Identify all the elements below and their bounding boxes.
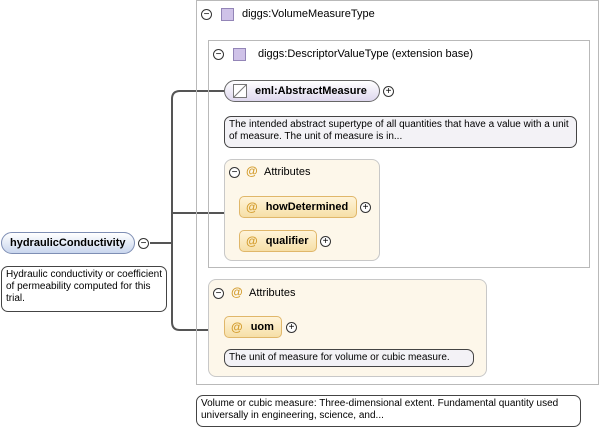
attribute-icon: @ <box>246 234 258 248</box>
abstract-measure-documentation: The intended abstract supertype of all q… <box>224 116 577 148</box>
attribute-icon: @ <box>231 320 243 334</box>
collapse-attributes-inner-button[interactable]: − <box>229 167 240 178</box>
collapse-root-button[interactable]: − <box>138 238 149 249</box>
attribute-uom[interactable]: @ uom <box>224 316 282 338</box>
attribute-how-determined[interactable]: @ howDetermined <box>239 196 357 218</box>
expand-how-determined-button[interactable]: + <box>360 202 371 213</box>
uom-documentation: The unit of measure for volume or cubic … <box>224 349 474 367</box>
expand-qualifier-button[interactable]: + <box>320 236 331 247</box>
abstract-measure-label: eml:AbstractMeasure <box>255 85 367 97</box>
expand-uom-button[interactable]: + <box>286 322 297 333</box>
descriptor-value-type-box <box>208 40 590 268</box>
attribute-label: howDetermined <box>265 201 349 213</box>
root-label: hydraulicConductivity <box>10 237 126 249</box>
volume-measure-type-box <box>196 0 599 385</box>
collapse-attributes-outer-button[interactable]: − <box>213 288 224 299</box>
complex-type-icon <box>221 8 234 21</box>
type-box-title: diggs:VolumeMeasureType <box>242 8 375 20</box>
attribute-group-icon: @ <box>231 285 243 299</box>
attribute-label: uom <box>250 321 274 333</box>
collapse-type-button[interactable]: − <box>201 9 212 20</box>
base-box-title: diggs:DescriptorValueType (extension bas… <box>258 48 474 60</box>
attributes-inner-title: Attributes <box>264 166 311 178</box>
attribute-icon: @ <box>246 200 258 214</box>
root-documentation: Hydraulic conductivity or coefficient of… <box>1 266 167 312</box>
collapse-base-button[interactable]: − <box>213 49 224 60</box>
abstract-element-icon <box>233 84 247 98</box>
attribute-label: qualifier <box>265 235 309 247</box>
attribute-qualifier[interactable]: @ qualifier <box>239 230 317 252</box>
hydraulic-conductivity-node[interactable]: hydraulicConductivity <box>1 232 135 254</box>
attribute-group-icon: @ <box>246 164 258 178</box>
abstract-measure-node[interactable]: eml:AbstractMeasure <box>224 80 380 102</box>
attributes-outer-title: Attributes <box>249 287 296 299</box>
expand-abstract-measure-button[interactable]: + <box>383 86 394 97</box>
type-documentation: Volume or cubic measure: Three-dimension… <box>196 395 581 427</box>
complex-type-icon <box>233 48 246 61</box>
